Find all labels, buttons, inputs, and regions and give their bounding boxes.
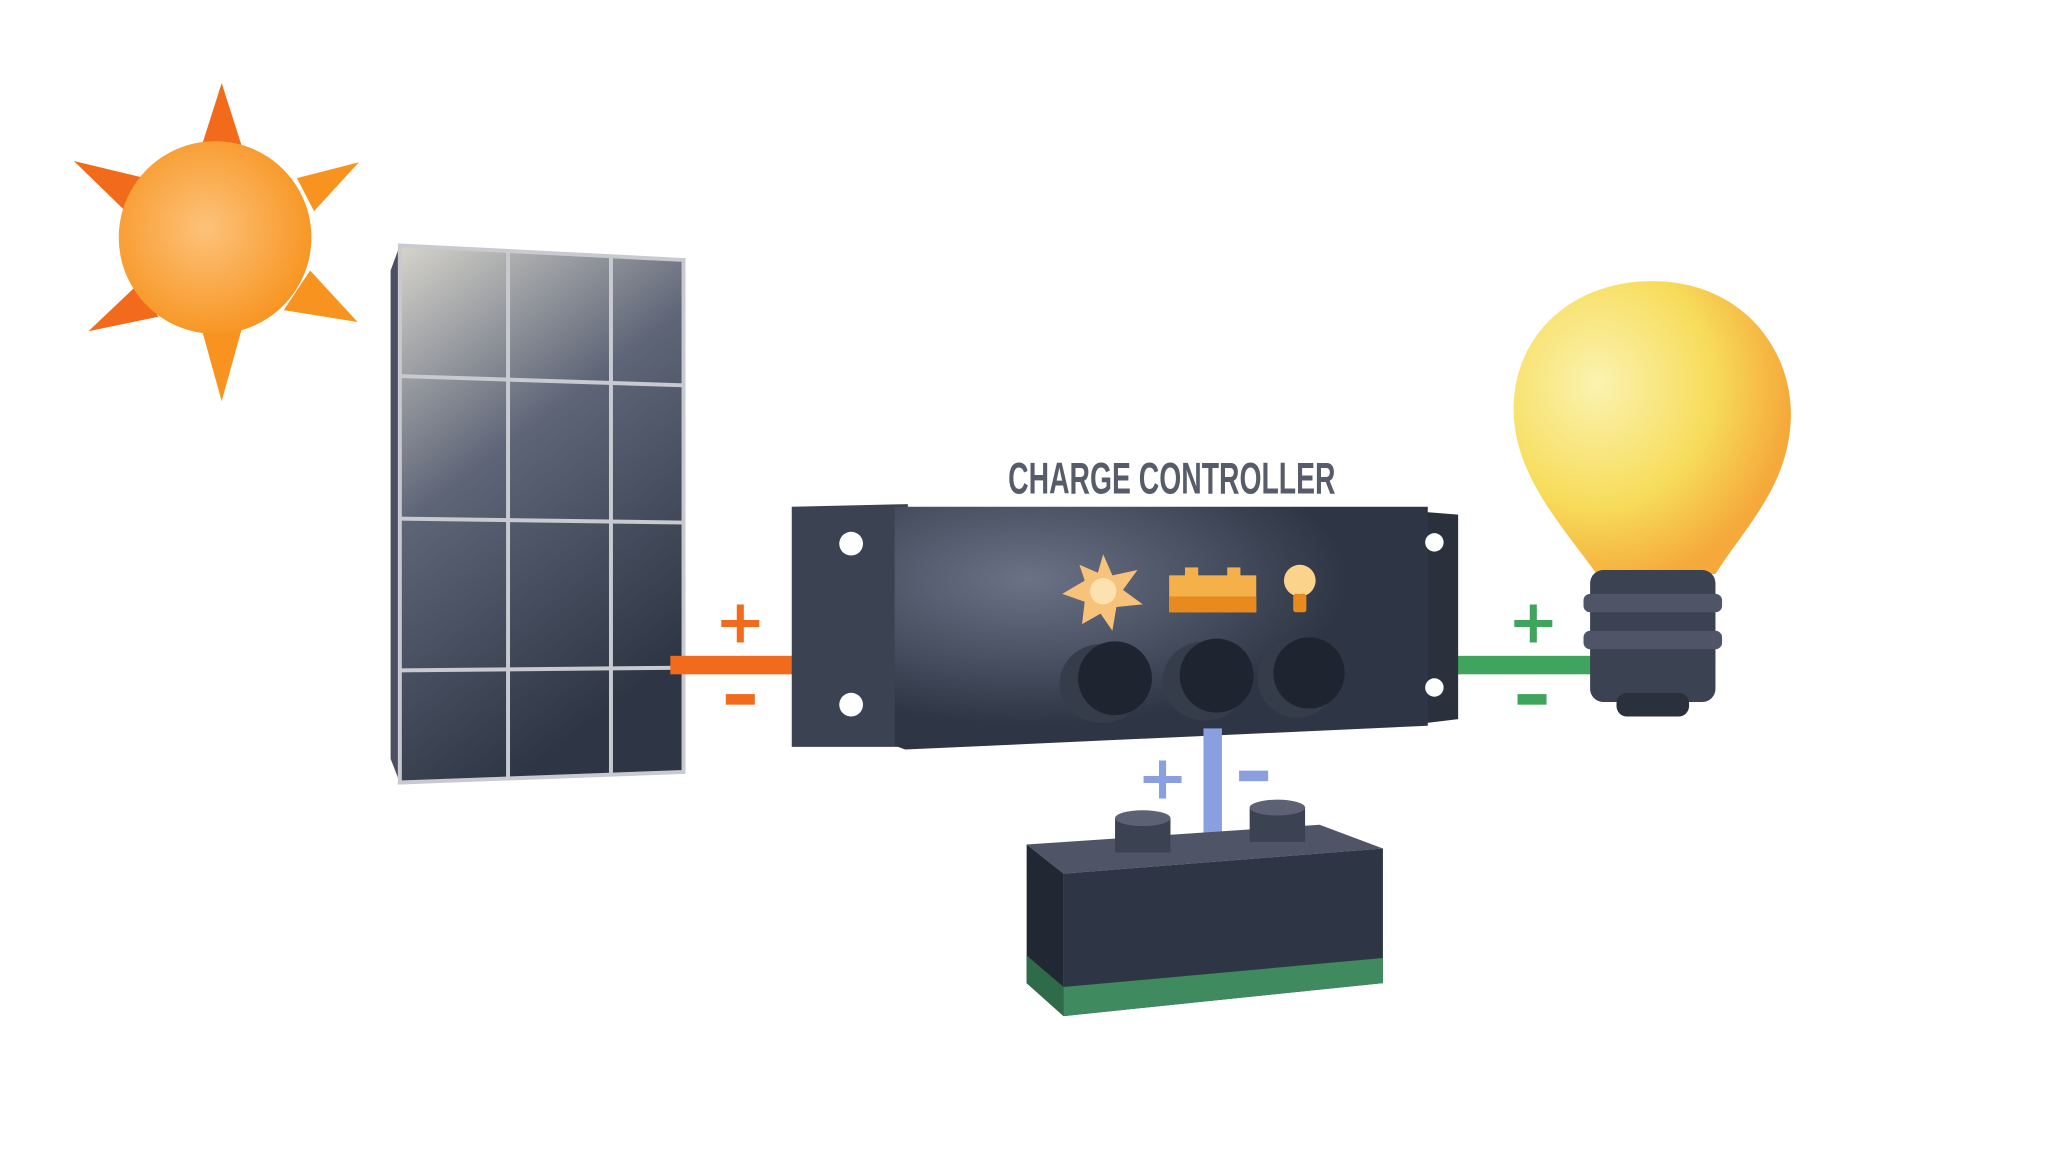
load-positive-sign: + <box>1508 588 1559 658</box>
charge-controller: CHARGE CONTROLLER <box>791 453 1459 750</box>
solar-panel <box>390 243 686 785</box>
terminal-knobs <box>1059 637 1345 724</box>
controller-label: CHARGE CONTROLLER <box>1008 453 1335 504</box>
sun-indicator-icon <box>1062 554 1143 631</box>
sun-icon <box>73 83 359 402</box>
load-negative-sign <box>1517 694 1547 705</box>
battery-wire: + <box>1137 728 1269 840</box>
battery-indicator-icon <box>1169 567 1257 613</box>
battery-positive-sign: + <box>1137 743 1188 813</box>
battery <box>1026 799 1383 1017</box>
panel-negative-sign <box>725 694 755 705</box>
bulb-indicator-icon <box>1283 564 1316 613</box>
panel-positive-sign: + <box>715 588 766 658</box>
battery-negative-sign <box>1239 770 1269 782</box>
light-bulb-icon <box>1513 281 1791 717</box>
